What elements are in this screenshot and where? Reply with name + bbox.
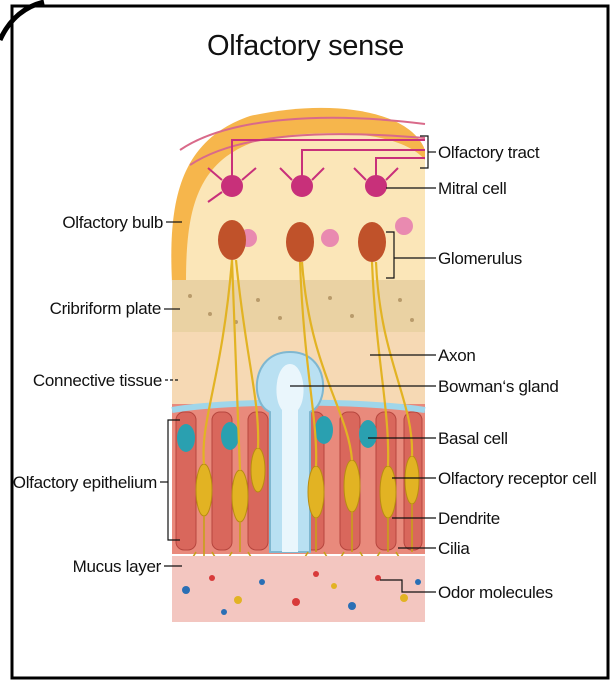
label-cribriform-plate: Cribriform plate	[50, 300, 161, 317]
label-mucus-layer: Mucus layer	[73, 558, 161, 575]
label-olfactory-tract: Olfactory tract	[438, 144, 539, 161]
label-basal-cell: Basal cell	[438, 430, 508, 447]
label-cilia: Cilia	[438, 540, 470, 557]
label-bowmans-gland: Bowman‘s gland	[438, 378, 559, 395]
diagram-title: Olfactory sense	[0, 30, 611, 63]
mucus-layer-shape	[172, 556, 425, 622]
label-olfactory-receptor-cell: Olfactory receptor cell	[438, 470, 596, 487]
cribriform-plate-shape	[172, 280, 425, 332]
label-connective-tissue: Connective tissue	[33, 372, 162, 389]
label-olfactory-bulb: Olfactory bulb	[62, 214, 163, 231]
label-dendrite: Dendrite	[438, 510, 500, 527]
label-glomerulus: Glomerulus	[438, 250, 522, 267]
label-olfactory-epithelium: Olfactory epithelium	[13, 474, 157, 491]
label-mitral-cell: Mitral cell	[438, 180, 507, 197]
label-odor-molecules: Odor molecules	[438, 584, 553, 601]
label-axon: Axon	[438, 347, 476, 364]
